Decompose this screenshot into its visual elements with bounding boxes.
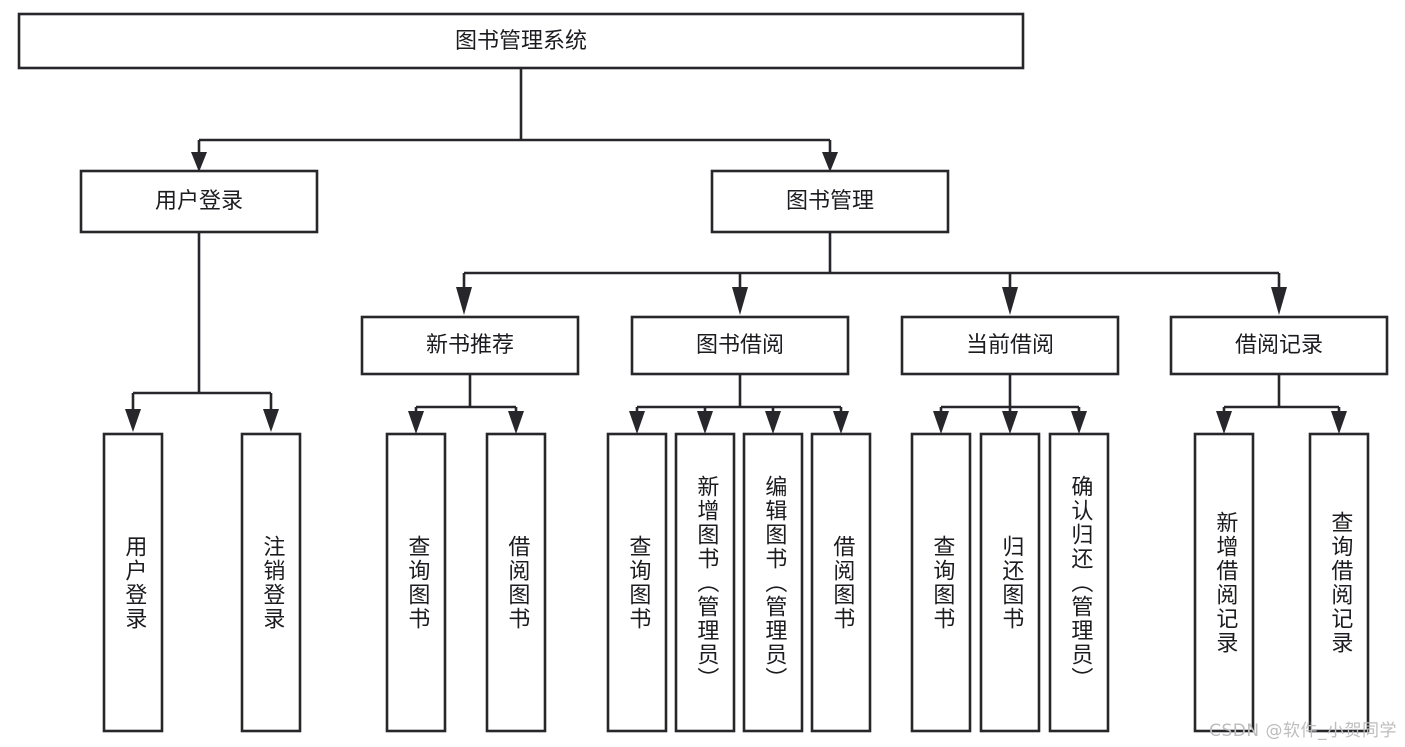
arrow-head-leaf-logout xyxy=(263,409,279,432)
node-root-box[interactable] xyxy=(17,12,1025,70)
leaf-box-bb-edit[interactable] xyxy=(742,432,804,733)
arrow-head-bb-leaf1 xyxy=(629,411,645,434)
arrow-head-br-leaf2 xyxy=(1331,411,1347,434)
arrow-head-current-borrow xyxy=(1002,287,1018,315)
arrow-head-bb-leaf4 xyxy=(833,411,849,434)
label-book-borrow: 图书借阅 xyxy=(696,333,784,358)
arrow-head-bb-leaf2 xyxy=(697,411,713,434)
leaf-box-user-login[interactable] xyxy=(102,432,164,733)
arrow-head-nb-leaf2 xyxy=(508,411,524,434)
leaf-box-nb-borrow[interactable] xyxy=(485,432,547,733)
node-current-borrow-box[interactable] xyxy=(900,315,1120,376)
node-new-book-box[interactable] xyxy=(360,315,580,376)
arrow-head-new-book xyxy=(456,287,472,315)
arrow-head-cb-leaf2 xyxy=(1002,411,1018,434)
leaf-box-cb-confirm[interactable] xyxy=(1048,432,1110,733)
node-book-manage-box[interactable] xyxy=(710,169,950,234)
watermark-text: CSDN @软件_小贺同学 xyxy=(1209,721,1397,741)
node-label-group: 图书管理系统 用户登录 图书管理 新书推荐 图书借阅 当前借阅 借阅记录 xyxy=(155,29,1323,358)
arrow-head-leaf-user-login xyxy=(125,409,141,432)
node-borrow-record-box[interactable] xyxy=(1169,315,1389,376)
arrow-head-br-leaf1 xyxy=(1216,411,1232,434)
label-borrow-record: 借阅记录 xyxy=(1235,333,1323,358)
arrow-head-bb-leaf3 xyxy=(765,411,781,434)
node-box-group xyxy=(17,12,1389,733)
arrow-head-user-login xyxy=(191,152,207,172)
leaf-box-bb-query[interactable] xyxy=(606,432,668,733)
label-root: 图书管理系统 xyxy=(455,29,587,54)
label-user-login: 用户登录 xyxy=(155,189,243,214)
arrow-head-book-manage xyxy=(822,152,838,172)
arrow-head-cb-leaf1 xyxy=(933,411,949,434)
leaf-box-bb-borrow[interactable] xyxy=(810,432,872,733)
leaf-box-cb-return[interactable] xyxy=(979,432,1041,733)
arrow-head-book-borrow xyxy=(732,287,748,315)
leaf-box-nb-query[interactable] xyxy=(385,432,447,733)
arrow-head-cb-leaf3 xyxy=(1071,411,1087,434)
node-user-login-box[interactable] xyxy=(79,169,319,234)
label-book-manage: 图书管理 xyxy=(786,189,874,214)
label-current-borrow: 当前借阅 xyxy=(966,333,1054,358)
node-book-borrow-box[interactable] xyxy=(630,315,850,376)
leaf-box-logout[interactable] xyxy=(240,432,302,733)
connector-group xyxy=(125,68,1347,434)
leaf-box-bb-add[interactable] xyxy=(674,432,736,733)
leaf-box-br-add[interactable] xyxy=(1193,432,1255,733)
leaf-box-cb-query[interactable] xyxy=(910,432,972,733)
label-new-book: 新书推荐 xyxy=(426,333,514,358)
leaf-box-br-query[interactable] xyxy=(1308,432,1370,733)
arrow-head-nb-leaf1 xyxy=(408,411,424,434)
arrow-head-borrow-record xyxy=(1271,287,1287,315)
